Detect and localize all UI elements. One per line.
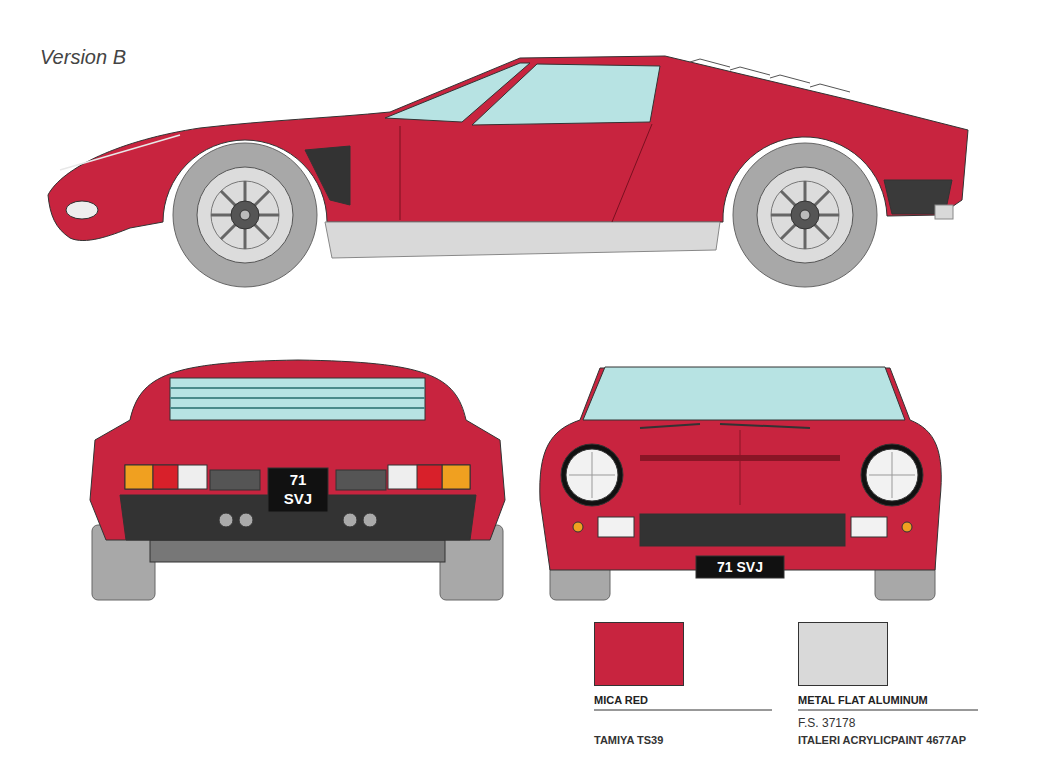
plate-number: 71 SVJ: [268, 470, 328, 508]
view-title: Version B: [40, 46, 126, 69]
paint-code: ITALERI ACRYLICPAINT 4677AP: [798, 734, 966, 746]
paint-code: TAMIYA TS39: [594, 734, 663, 746]
color-swatch: [594, 622, 684, 686]
plate-number: 71 SVJ: [696, 559, 784, 575]
color-name: METAL FLAT ALUMINUM: [798, 694, 928, 706]
fs-code: F.S. 37178: [798, 716, 855, 730]
color-swatch: [798, 622, 888, 686]
color-name: MICA RED: [594, 694, 648, 706]
